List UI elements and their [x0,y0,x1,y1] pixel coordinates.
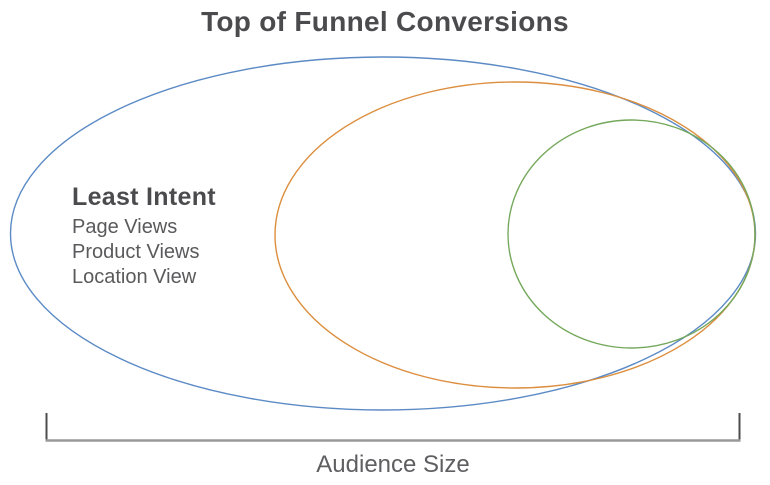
label-item-product-views: Product Views [72,241,200,263]
label-item-page-views: Page Views [72,216,178,238]
audience-size-label: Audience Size [316,451,470,478]
inner-audience-circle [507,119,756,349]
label-item-location-view: Location View [72,266,197,288]
least-intent-label-block: Least Intent Page Views Product Views Lo… [72,183,216,290]
least-intent-heading: Least Intent [72,183,216,211]
diagram-title: Top of Funnel Conversions [201,6,569,37]
middle-audience-ellipse [274,81,756,389]
